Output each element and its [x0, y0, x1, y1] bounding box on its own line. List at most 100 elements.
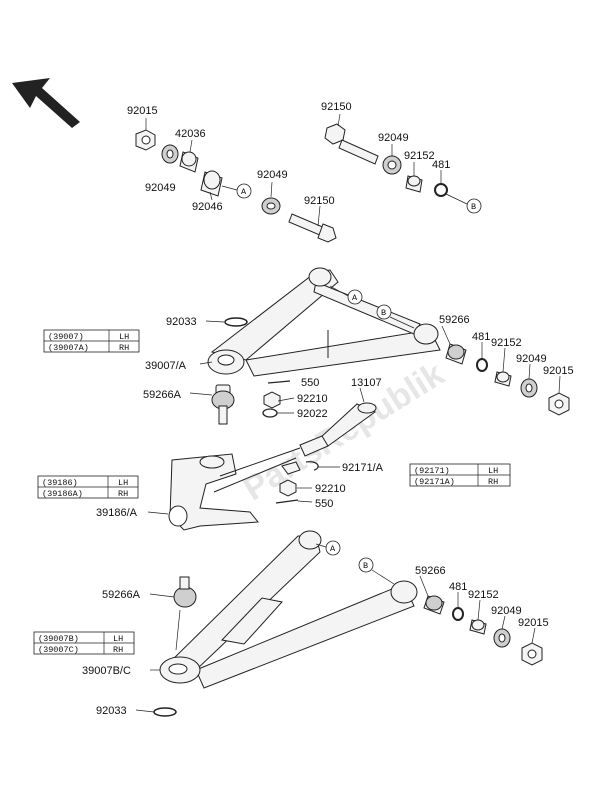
svg-text:(39186A): (39186A) — [42, 489, 83, 499]
label-92049-b: 92049 — [257, 169, 288, 181]
label-92049-a: 92049 — [145, 182, 176, 194]
table-39186: (39186) LH (39186A) RH — [37, 475, 139, 499]
nut-92210-top — [263, 391, 281, 409]
marker-a-top — [236, 183, 252, 199]
svg-text:B: B — [363, 561, 368, 571]
svg-text:RH: RH — [118, 489, 128, 499]
svg-text:LH: LH — [113, 634, 123, 644]
label-13107: 13107 — [351, 377, 382, 389]
label-92210-top: 92210 — [297, 393, 328, 405]
axle-13107 — [299, 402, 377, 457]
label-92015-bot: 92015 — [518, 617, 549, 629]
front-arrow-icon — [12, 78, 80, 128]
svg-text:RH: RH — [119, 343, 129, 353]
bolt-92150-b — [288, 213, 337, 243]
locking-plate-92171a — [281, 461, 319, 475]
label-92022: 92022 — [297, 408, 328, 420]
label-550-top: 550 — [301, 377, 319, 389]
label-59266-top: 59266 — [439, 314, 470, 326]
label-92210-bot: 92210 — [315, 483, 346, 495]
svg-text:(39186): (39186) — [42, 478, 78, 488]
svg-text:(39007B): (39007B) — [38, 634, 79, 644]
label-92152-bot: 92152 — [468, 589, 499, 601]
label-92150-top: 92150 — [321, 101, 352, 113]
label-481-mid: 481 — [472, 331, 490, 343]
cotter-pin-550-top — [267, 380, 291, 384]
ring-92033-top — [224, 317, 248, 327]
svg-text:RH: RH — [113, 645, 123, 655]
bushing-59266-bot — [423, 595, 445, 615]
marker-a-lower — [325, 540, 341, 556]
table-39007: (39007) LH (39007A) RH — [43, 329, 140, 353]
collar-92152-top — [405, 175, 423, 193]
washer-92049-c — [382, 155, 402, 175]
upper-a-arm — [207, 267, 441, 377]
ball-joint-59266a-top — [211, 384, 235, 425]
label-39007a: 39007/A — [145, 360, 187, 372]
label-92015-mid: 92015 — [543, 365, 574, 377]
svg-text:(39007A): (39007A) — [48, 343, 89, 353]
svg-text:LH: LH — [119, 332, 129, 342]
svg-text:(39007C): (39007C) — [38, 645, 79, 655]
washer-92049-mid — [520, 378, 538, 398]
label-59266-bot: 59266 — [415, 565, 446, 577]
svg-text:(92171A): (92171A) — [414, 477, 455, 487]
label-92049-mid: 92049 — [516, 353, 547, 365]
label-39186a: 39186/A — [96, 507, 138, 519]
svg-text:LH: LH — [118, 478, 128, 488]
label-92033-top: 92033 — [166, 316, 197, 328]
marker-b-upper — [376, 304, 392, 320]
label-39007bc: 39007B/C — [82, 665, 131, 677]
washer-92049-bot — [493, 628, 511, 648]
nut-92015-bot — [521, 642, 543, 666]
svg-text:RH: RH — [488, 477, 498, 487]
oring-481-bot — [452, 607, 464, 621]
marker-a-upper — [347, 289, 363, 305]
label-92049-bot: 92049 — [491, 605, 522, 617]
bushing-59266-top — [445, 343, 467, 365]
label-42036: 42036 — [175, 128, 206, 140]
ring-92033-bot — [153, 707, 177, 717]
cotter-pin-550-bot — [275, 499, 299, 504]
label-59266a-bot: 59266A — [102, 589, 141, 601]
svg-text:A: A — [241, 187, 247, 197]
nut-92210-bot — [279, 479, 297, 497]
washer-92049-b — [261, 197, 281, 215]
table-92171: (92171) LH (92171A) RH — [409, 463, 511, 487]
table-39007b: (39007B) LH (39007C) RH — [33, 631, 135, 655]
label-92033-bot: 92033 — [96, 705, 127, 717]
label-481-top: 481 — [432, 159, 450, 171]
marker-b-top — [466, 198, 482, 214]
marker-b-lower — [358, 557, 374, 573]
collar-92152-bot — [469, 619, 487, 635]
label-550-bot: 550 — [315, 498, 333, 510]
nut-92015-top — [135, 129, 156, 151]
label-92152-mid: 92152 — [491, 337, 522, 349]
svg-text:A: A — [330, 544, 336, 554]
label-92046: 92046 — [192, 201, 223, 213]
svg-text:B: B — [471, 202, 476, 212]
label-92152-top: 92152 — [404, 150, 435, 162]
lower-a-arm — [159, 530, 418, 689]
label-92171a: 92171/A — [342, 462, 384, 474]
label-59266a-top: 59266A — [143, 389, 182, 401]
bushing-92046 — [200, 170, 223, 197]
knuckle-39186a — [168, 447, 301, 531]
label-481-bot: 481 — [449, 581, 467, 593]
svg-text:(92171): (92171) — [414, 466, 450, 476]
oring-481-top — [434, 183, 448, 197]
nut-92015-mid — [548, 392, 570, 416]
svg-text:B: B — [381, 308, 386, 318]
label-92049-c: 92049 — [378, 132, 409, 144]
svg-text:(39007): (39007) — [48, 332, 84, 342]
label-92015-top: 92015 — [127, 105, 158, 117]
collar-92152-mid — [494, 371, 512, 387]
svg-text:LH: LH — [488, 466, 498, 476]
svg-text:A: A — [352, 293, 358, 303]
label-92150-b: 92150 — [304, 195, 335, 207]
oring-481-mid — [476, 358, 488, 372]
washer-92022 — [262, 408, 278, 418]
collar-42036 — [179, 151, 199, 173]
washer-92049-a — [161, 144, 179, 164]
